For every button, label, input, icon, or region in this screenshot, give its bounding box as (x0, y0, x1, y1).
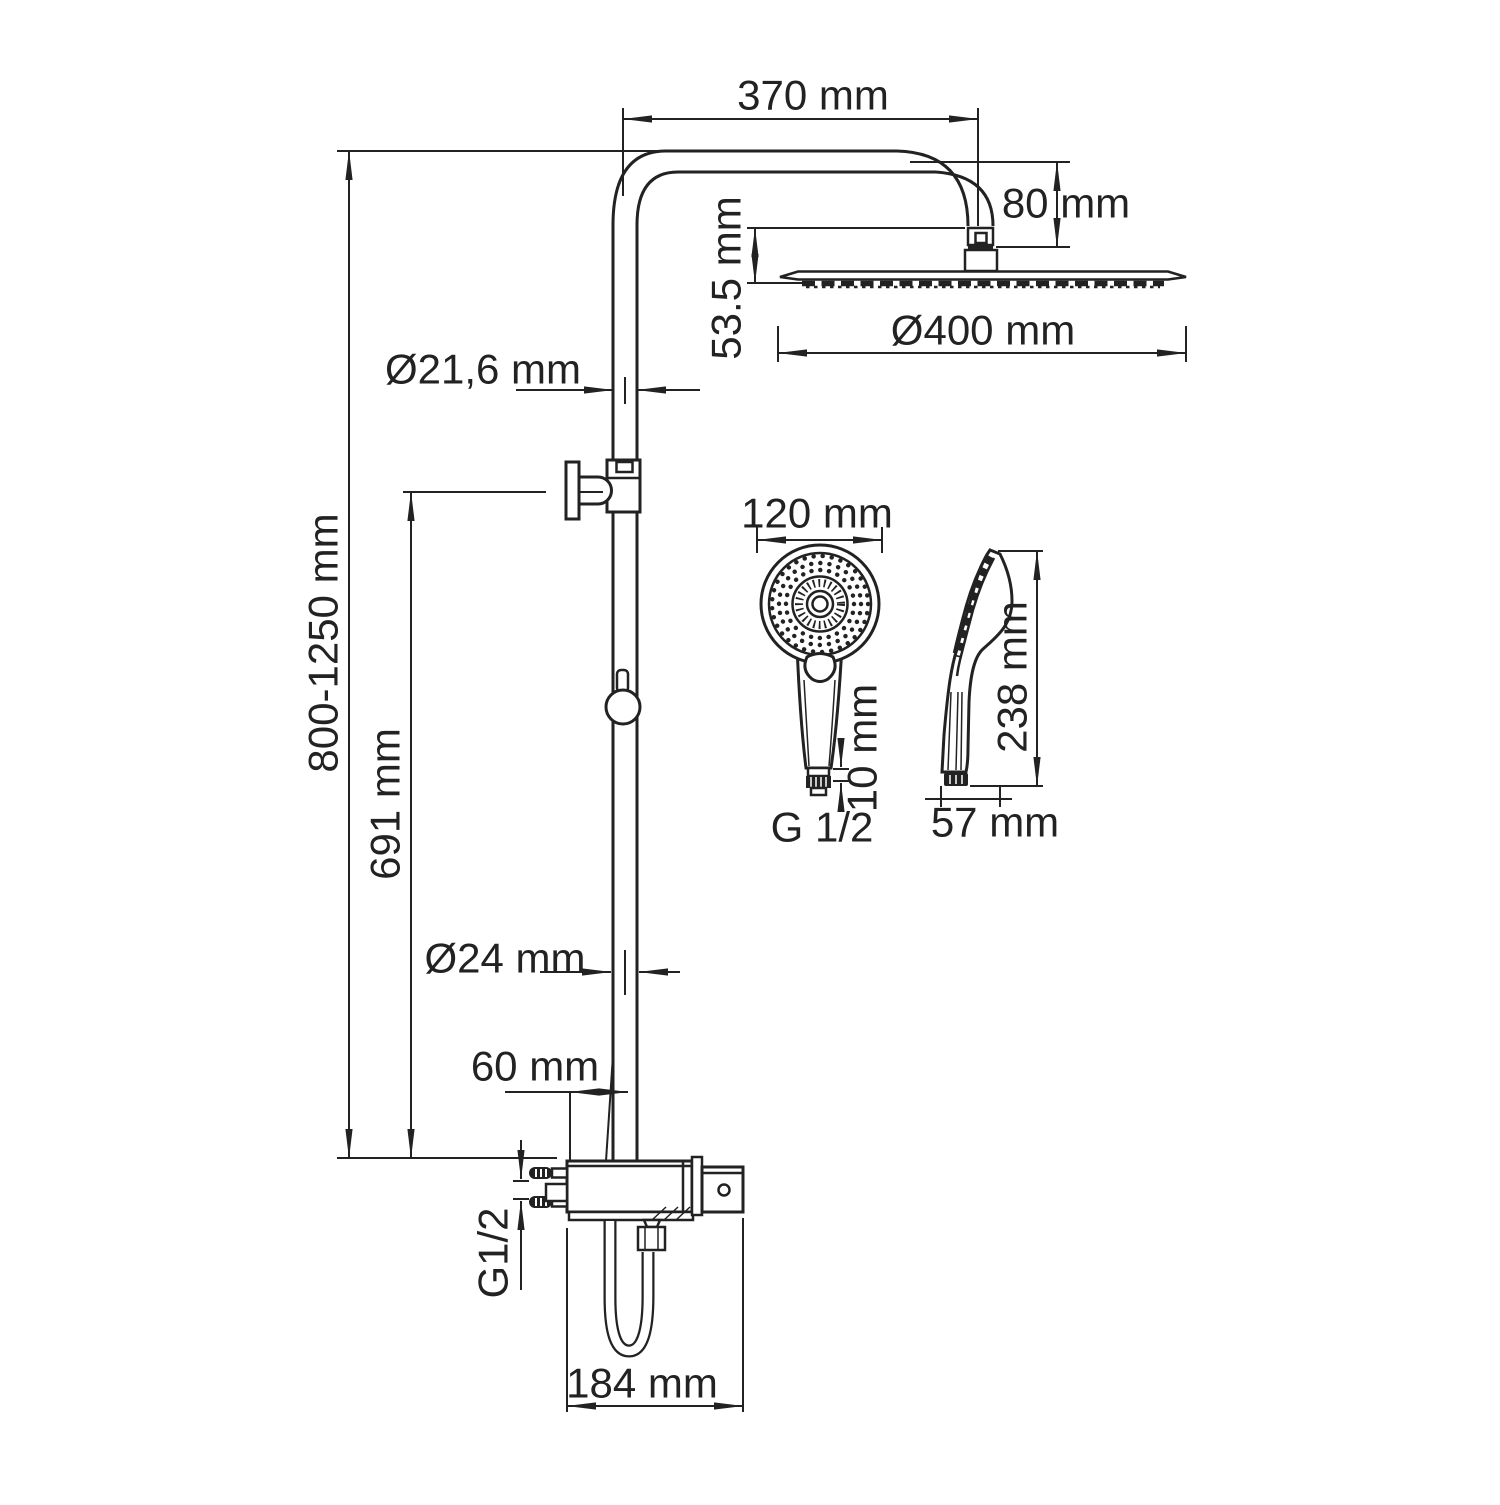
holder-ring (604, 688, 642, 726)
overhead-shower (779, 226, 1187, 289)
dim-body-offset-label: 60 mm (471, 1043, 599, 1090)
rosette-center (811, 595, 829, 613)
dim-thread-length-ticks (833, 768, 849, 782)
head-connector-inner (974, 231, 988, 245)
rosette-hatch-ring (795, 579, 845, 629)
dim-upper-pipe: Ø21,6 mm (385, 346, 700, 404)
mixer-handle (700, 1165, 745, 1214)
dim-arm-length: 370 mm (622, 72, 979, 226)
dim-side-depth-ticks (940, 786, 1001, 807)
thermostat-mixer (529, 1155, 745, 1252)
hand-shower-front-view (759, 543, 881, 797)
hand-shower-handle-lines (803, 679, 836, 767)
dim-head-height-label: 53.5 mm (703, 196, 750, 359)
dim-side-depth-label: 57 mm (931, 799, 1059, 846)
hand-shower-side-view (940, 548, 1014, 786)
nozzle-ring-inner (783, 567, 857, 641)
dim-slider-height: 691 mm (362, 491, 546, 1159)
dim-body-offset: 60 mm (471, 1043, 629, 1160)
dim-head-diameter: Ø400 mm (777, 307, 1187, 362)
dim-inlet-thread-ticks (513, 1180, 529, 1200)
riser-pipe-taper-line (605, 1054, 614, 1162)
dim-slider-height-label: 691 mm (362, 728, 409, 880)
nozzle-ring-middle (776, 560, 864, 648)
hand-thread-label: G 1/2 (771, 804, 874, 851)
inlet-stud-threads (535, 1169, 547, 1206)
side-view-outline (940, 548, 1014, 774)
dim-head-drop-label: 80 mm (1002, 180, 1130, 227)
rosette-mid (805, 589, 835, 619)
mixer-handle-hole (717, 1183, 731, 1197)
side-view-handle-lines (947, 691, 963, 771)
dim-thread-length-label: 10 mm (839, 684, 886, 812)
dim-side-depth: 57 mm (925, 786, 1059, 846)
dim-arm-length-ext (622, 108, 979, 226)
hose-inner (605, 1221, 653, 1356)
dim-thread-length: 10 mm (833, 684, 886, 812)
dim-column-height-label: 800-1250 mm (300, 513, 347, 772)
side-view-connector-lines (949, 775, 963, 784)
dim-side-height-label: 238 mm (989, 601, 1036, 753)
dim-side-height: 238 mm (970, 550, 1043, 787)
mixer-body (565, 1159, 694, 1214)
hose-nut (636, 1225, 667, 1252)
dim-arm-length-label: 370 mm (737, 72, 889, 119)
dim-column-height: 800-1250 mm (300, 150, 664, 1159)
dim-inlet-thread: G1/2 (470, 1140, 529, 1299)
dim-lower-pipe: Ø24 mm (424, 935, 680, 995)
shower-arm (666, 149, 936, 174)
dim-lower-pipe-label: Ø24 mm (424, 935, 585, 982)
shower-hose (603, 1221, 655, 1358)
inlet-stub-top (550, 1167, 569, 1179)
side-view-nozzles (954, 555, 995, 658)
hand-shower-thread-lines (810, 777, 827, 787)
rain-head-plate (779, 270, 1187, 281)
head-stem-block (963, 248, 999, 273)
hose-nut-lines (644, 1227, 659, 1250)
dim-mixer-width: 184 mm (566, 1218, 744, 1412)
dim-head-diameter-label: Ø400 mm (891, 307, 1075, 354)
slider-knob-plate (564, 460, 581, 521)
slider-knob-shaft (579, 475, 613, 506)
dim-column-height-ext (337, 150, 664, 1159)
side-view-face-line1 (952, 553, 989, 654)
hand-shower-neck (806, 766, 831, 778)
mode-button (803, 652, 837, 683)
hand-shower-holder (604, 668, 642, 726)
dim-mixer-width-ext (566, 1218, 744, 1412)
dim-hand-head-diameter: 120 mm (741, 490, 893, 553)
diverter-slider (564, 458, 642, 521)
dimension-annotations: 370 mm 80 mm 53.5 mm Ø400 mm Ø21,6 mm (300, 72, 1187, 1412)
slider-body-notch (615, 460, 634, 474)
mixer-lip (567, 1210, 695, 1222)
mixer-lip-hatch (651, 1206, 691, 1221)
hand-shower-thread (806, 776, 831, 788)
dim-hand-head-label: 120 mm (741, 490, 893, 537)
dim-head-drop: 80 mm (910, 161, 1130, 248)
slider-body (605, 458, 642, 514)
dim-inlet-thread-label: G1/2 (470, 1207, 517, 1298)
hand-shower-nipple (809, 786, 828, 797)
dim-head-height: 53.5 mm (703, 196, 965, 360)
dim-upper-pipe-label: Ø21,6 mm (385, 346, 581, 393)
dim-mixer-width-label: 184 mm (566, 1360, 718, 1407)
label-hand-thread: G 1/2 (771, 804, 874, 851)
inlet-square (544, 1182, 569, 1203)
